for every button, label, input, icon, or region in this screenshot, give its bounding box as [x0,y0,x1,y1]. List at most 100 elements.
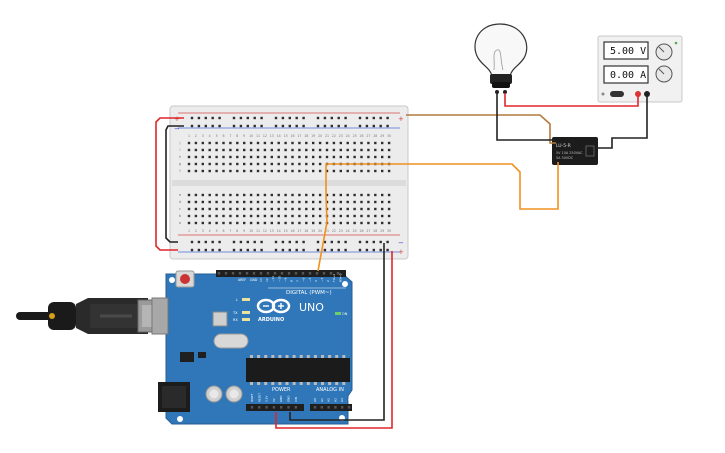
breadboard-hole[interactable] [201,221,204,225]
power-supply[interactable]: 5.00 V 0.00 A [597,35,683,103]
breadboard-hole[interactable] [277,221,280,225]
breadboard-hole[interactable] [208,221,211,225]
rail-hole[interactable] [232,124,236,128]
breadboard-hole[interactable] [270,148,273,152]
breadboard-hole[interactable] [277,148,280,152]
breadboard-hole[interactable] [332,200,336,204]
breadboard-hole[interactable] [298,200,301,204]
breadboard-hole[interactable] [298,155,301,159]
rail-hole[interactable] [232,116,236,120]
breadboard-hole[interactable] [298,193,301,197]
breadboard-hole[interactable] [360,155,363,159]
breadboard-hole[interactable] [201,141,204,145]
breadboard-hole[interactable] [381,200,384,204]
power-pin[interactable] [287,406,290,409]
breadboard-hole[interactable] [332,141,336,145]
breadboard-hole[interactable] [277,214,280,218]
rail-hole[interactable] [239,116,243,120]
breadboard-hole[interactable] [263,141,267,145]
breadboard-hole[interactable] [229,193,232,197]
breadboard-hole[interactable] [243,162,246,166]
breadboard-hole[interactable] [187,148,191,152]
breadboard-hole[interactable] [194,200,198,204]
breadboard-hole[interactable] [353,193,356,197]
breadboard-hole[interactable] [305,193,308,197]
breadboard-hole[interactable] [263,221,267,225]
header-pin[interactable] [231,272,235,275]
breadboard-hole[interactable] [360,148,363,152]
breadboard-hole[interactable] [236,200,239,204]
breadboard-hole[interactable] [387,155,391,159]
breadboard-hole[interactable] [360,200,363,204]
header-pin[interactable] [287,272,291,275]
breadboard-hole[interactable] [249,162,253,166]
breadboard-hole[interactable] [243,141,246,145]
rail-hole[interactable] [232,248,236,252]
breadboard-hole[interactable] [291,169,294,173]
breadboard-hole[interactable] [367,221,370,225]
breadboard-hole[interactable] [229,141,232,145]
breadboard-hole[interactable] [339,155,342,159]
rail-hole[interactable] [379,240,382,244]
breadboard-hole[interactable] [339,207,342,211]
breadboard-hole[interactable] [298,162,301,166]
breadboard-hole[interactable] [215,141,218,145]
rail-hole[interactable] [316,240,320,244]
breadboard-hole[interactable] [222,193,225,197]
breadboard-hole[interactable] [318,193,322,197]
breadboard-hole[interactable] [284,155,287,159]
rail-hole[interactable] [358,248,362,252]
breadboard-hole[interactable] [381,169,384,173]
breadboard-hole[interactable] [222,148,225,152]
rail-hole[interactable] [330,240,333,244]
breadboard-hole[interactable] [256,200,260,204]
breadboard-hole[interactable] [284,148,287,152]
breadboard-hole[interactable] [325,141,329,145]
breadboard-hole[interactable] [360,207,363,211]
rail-hole[interactable] [211,240,214,244]
breadboard-hole[interactable] [194,155,198,159]
rail-hole[interactable] [197,116,201,120]
light-bulb[interactable] [474,23,528,94]
breadboard-hole[interactable] [270,214,273,218]
breadboard-hole[interactable] [291,141,294,145]
breadboard-hole[interactable] [387,207,391,211]
breadboard-hole[interactable] [194,193,198,197]
breadboard-hole[interactable] [325,155,329,159]
breadboard-hole[interactable] [236,148,239,152]
rail-hole[interactable] [211,124,214,128]
breadboard-hole[interactable] [339,148,342,152]
breadboard-hole[interactable] [339,141,342,145]
rail-hole[interactable] [246,116,249,120]
rail-hole[interactable] [337,240,340,244]
power-pin[interactable] [280,406,283,409]
rail-hole[interactable] [260,116,263,120]
rail-hole[interactable] [323,248,327,252]
breadboard-hole[interactable] [318,162,322,166]
breadboard-hole[interactable] [263,200,267,204]
rail-hole[interactable] [190,116,194,120]
breadboard-hole[interactable] [353,155,356,159]
breadboard-hole[interactable] [367,207,370,211]
breadboard-hole[interactable] [222,207,225,211]
rail-hole[interactable] [323,124,327,128]
breadboard-hole[interactable] [374,200,377,204]
rail-hole[interactable] [372,124,375,128]
breadboard-hole[interactable] [222,169,225,173]
breadboard-hole[interactable] [325,169,329,173]
rail-hole[interactable] [337,248,340,252]
breadboard-hole[interactable] [222,141,225,145]
breadboard-hole[interactable] [305,200,308,204]
rail-hole[interactable] [288,248,291,252]
breadboard-hole[interactable] [374,155,377,159]
breadboard-hole[interactable] [236,155,239,159]
positive-terminal[interactable] [635,91,641,97]
breadboard-hole[interactable] [332,221,336,225]
breadboard-hole[interactable] [367,193,370,197]
power-pin[interactable] [272,406,276,409]
breadboard-hole[interactable] [236,193,239,197]
breadboard-hole[interactable] [249,169,253,173]
rail-hole[interactable] [295,248,298,252]
